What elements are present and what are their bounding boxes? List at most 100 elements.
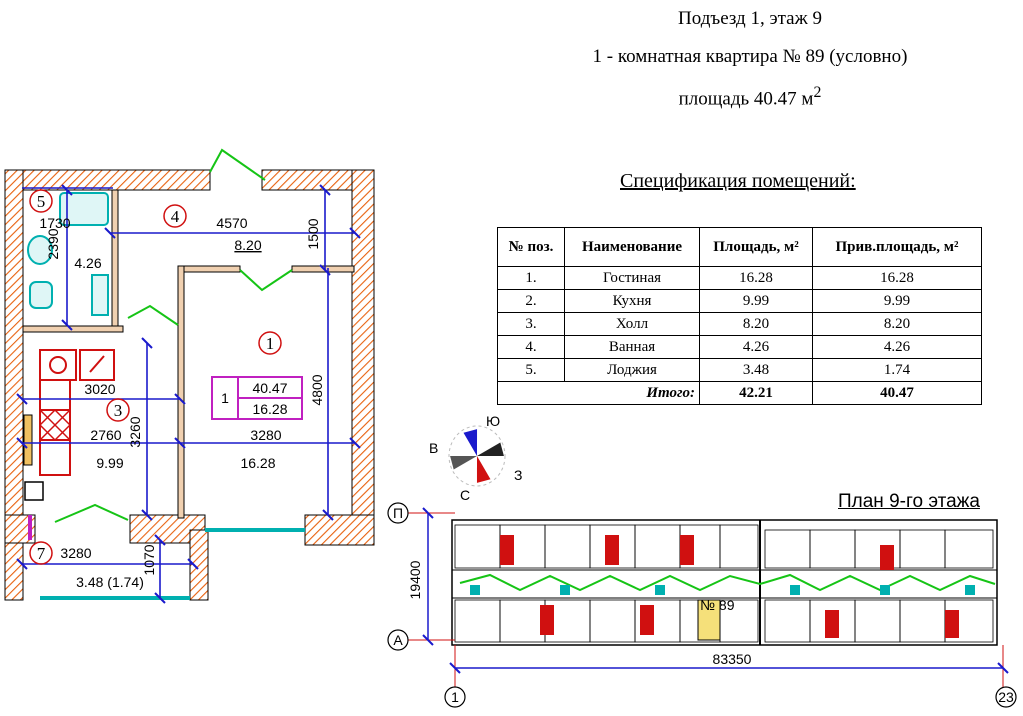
toilet-icon [29,281,53,309]
partition-bath [111,189,119,331]
header-area-text: площадь 40.47 м [678,88,814,110]
table-cell: 2. [497,289,565,313]
dim-tick [319,264,331,276]
dim-tick [141,509,153,521]
compass-label-w: В [429,440,438,456]
spec-title: Спецификация помещений: [620,170,856,192]
spec-header-cell: Площадь, м² [699,227,813,267]
apartment-area-box: 1 40.47 16.28 [211,376,303,420]
dim-19400: 19400 [407,560,423,599]
area-hall: 8.20 [234,237,261,253]
cell [719,524,759,569]
dim-83350: 83350 [713,651,752,667]
room-marker-5 [29,189,53,213]
apartment-plan: 1 4 5 3 7 4570 8.20 1500 1730 2390 4.26 … [4,148,375,604]
dim-tick [187,558,199,570]
header-apartment: 1 - комнатная квартира № 89 (условно) [592,46,908,67]
floor-plan-mini: № 89 П А 1 23 19400 83350 [387,502,1017,708]
axis-marker-23 [995,686,1017,708]
axis-label-1: 1 [451,689,459,705]
door-balcony [54,503,129,523]
axis-marker-1 [444,686,466,708]
dim-1500: 1500 [305,218,321,249]
compass-needle-north [463,429,478,456]
table-cell: 1. [497,266,565,290]
highlighted-apartment-label: № 89 [700,597,735,613]
dim-tick [61,319,73,331]
dim-tick [16,393,28,405]
dim-3260: 3260 [127,416,143,447]
dim-tick [422,507,434,519]
apartment-cells [454,524,994,643]
stair-block [825,610,839,638]
area-bath: 4.26 [74,255,101,271]
area-box-total: 40.47 [252,380,287,396]
partition-kitchen-top [22,325,124,333]
dim-1730: 1730 [39,215,70,231]
dim-4800: 4800 [309,374,325,405]
dimension-lines [22,187,355,598]
dim-tick [154,534,166,546]
service-block [790,585,800,595]
axis-label-23: 23 [998,689,1014,705]
wall-right [351,169,375,546]
dim-2390: 2390 [45,228,61,259]
dim-tick [61,184,73,196]
spec-header-cell: № поз. [497,227,565,267]
dim-tick [997,662,1009,674]
dim-tick [174,393,186,405]
radiator-icon [23,414,33,466]
washer-icon [91,274,109,316]
area-kitchen: 9.99 [96,455,123,471]
area-living: 16.28 [240,455,275,471]
dim-tick [349,437,361,449]
room-marker-1 [258,331,282,355]
spec-total-area: 42.21 [699,381,813,405]
stair-block [500,535,514,565]
stove-icon [39,349,77,381]
room-label-1: 1 [266,334,275,353]
dim-tick [141,337,153,349]
table-cell: 1.74 [812,358,982,382]
compass-label-n: Ю [486,413,500,429]
table-cell: 4.26 [812,335,982,359]
dim-tick [174,437,186,449]
compass-rose: Ю В С З [429,413,522,503]
dim-tick [319,184,331,196]
corridor-doors [459,573,996,592]
spec-total-row: Итого: 42.21 40.47 [497,381,982,405]
dim-tick [449,662,461,674]
dim-tick [104,227,116,239]
axis-label-a: А [393,632,403,648]
table-cell: Кухня [564,289,700,313]
compass-label-s: С [460,487,470,503]
service-block [470,585,480,595]
compass-needle-west [450,455,477,470]
room-label-4: 4 [171,207,180,226]
service-block [965,585,975,595]
area-loggia: 3.48 (1.74) [76,574,144,590]
stair-block [680,535,694,565]
service-block [880,585,890,595]
compass-ring [448,425,506,487]
room-marker-7 [29,541,53,565]
stair-block [605,535,619,565]
door-entrance [209,148,266,181]
dim-tick [322,509,334,521]
washbasin-icon [27,235,53,265]
cabinet-icon [24,481,44,501]
counter-icon [39,379,71,476]
room-label-5: 5 [37,192,46,211]
dim-tick [16,437,28,449]
stair-block [945,610,959,638]
partition-living-left [177,265,185,519]
table-cell: 16.28 [812,266,982,290]
spec-header-cell: Прив.площадь, м² [812,227,982,267]
wall-loggia-right [189,529,209,601]
dim-tick [349,227,361,239]
dimension-ticks [16,184,361,604]
door-living [239,269,293,292]
